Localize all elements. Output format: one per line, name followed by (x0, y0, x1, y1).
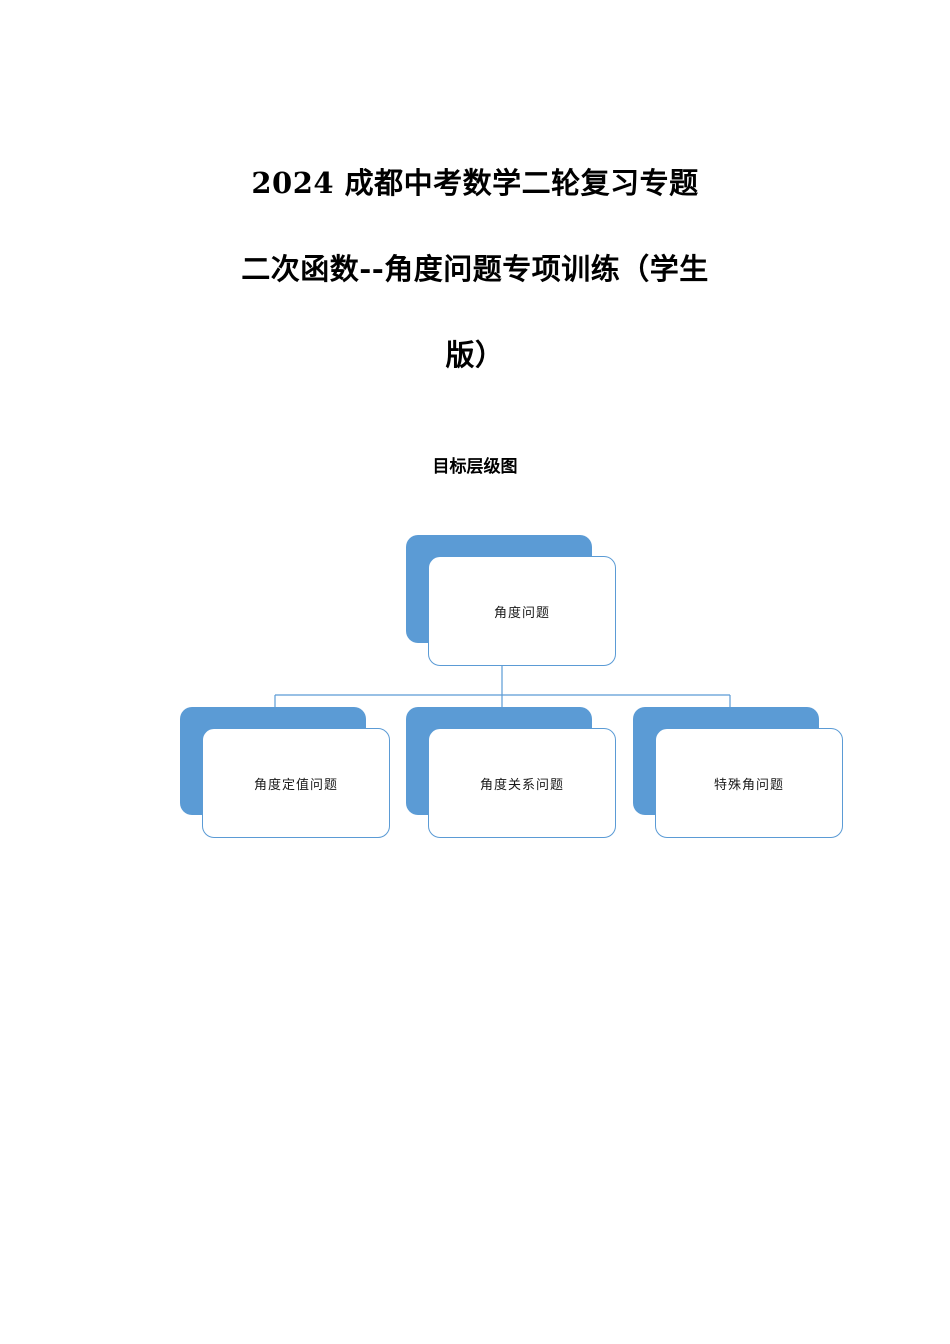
page-title: 2024 成都中考数学二轮复习专题 二次函数--角度问题专项训练（学生 版） (0, 140, 950, 398)
node-front-card: 角度定值问题 (202, 728, 390, 838)
node-label: 角度定值问题 (253, 777, 338, 793)
diagram-node-child-1[interactable]: 角度关系问题 (406, 707, 616, 838)
diagram-caption: 目标层级图 (432, 457, 518, 477)
title-line-3: 版） (445, 338, 505, 372)
node-label: 角度关系问题 (479, 777, 564, 793)
node-front-card: 角度问题 (428, 556, 616, 666)
diagram-node-root[interactable]: 角度问题 (406, 535, 616, 666)
node-front-card: 角度关系问题 (428, 728, 616, 838)
diagram-node-child-0[interactable]: 角度定值问题 (180, 707, 390, 838)
title-line-1: 2024 成都中考数学二轮复习专题 (251, 166, 699, 200)
diagram-node-child-2[interactable]: 特殊角问题 (633, 707, 843, 838)
node-label: 特殊角问题 (713, 777, 784, 793)
node-front-card: 特殊角问题 (655, 728, 843, 838)
node-label: 角度问题 (493, 605, 550, 621)
title-line-2: 二次函数--角度问题专项训练（学生 (241, 252, 709, 286)
